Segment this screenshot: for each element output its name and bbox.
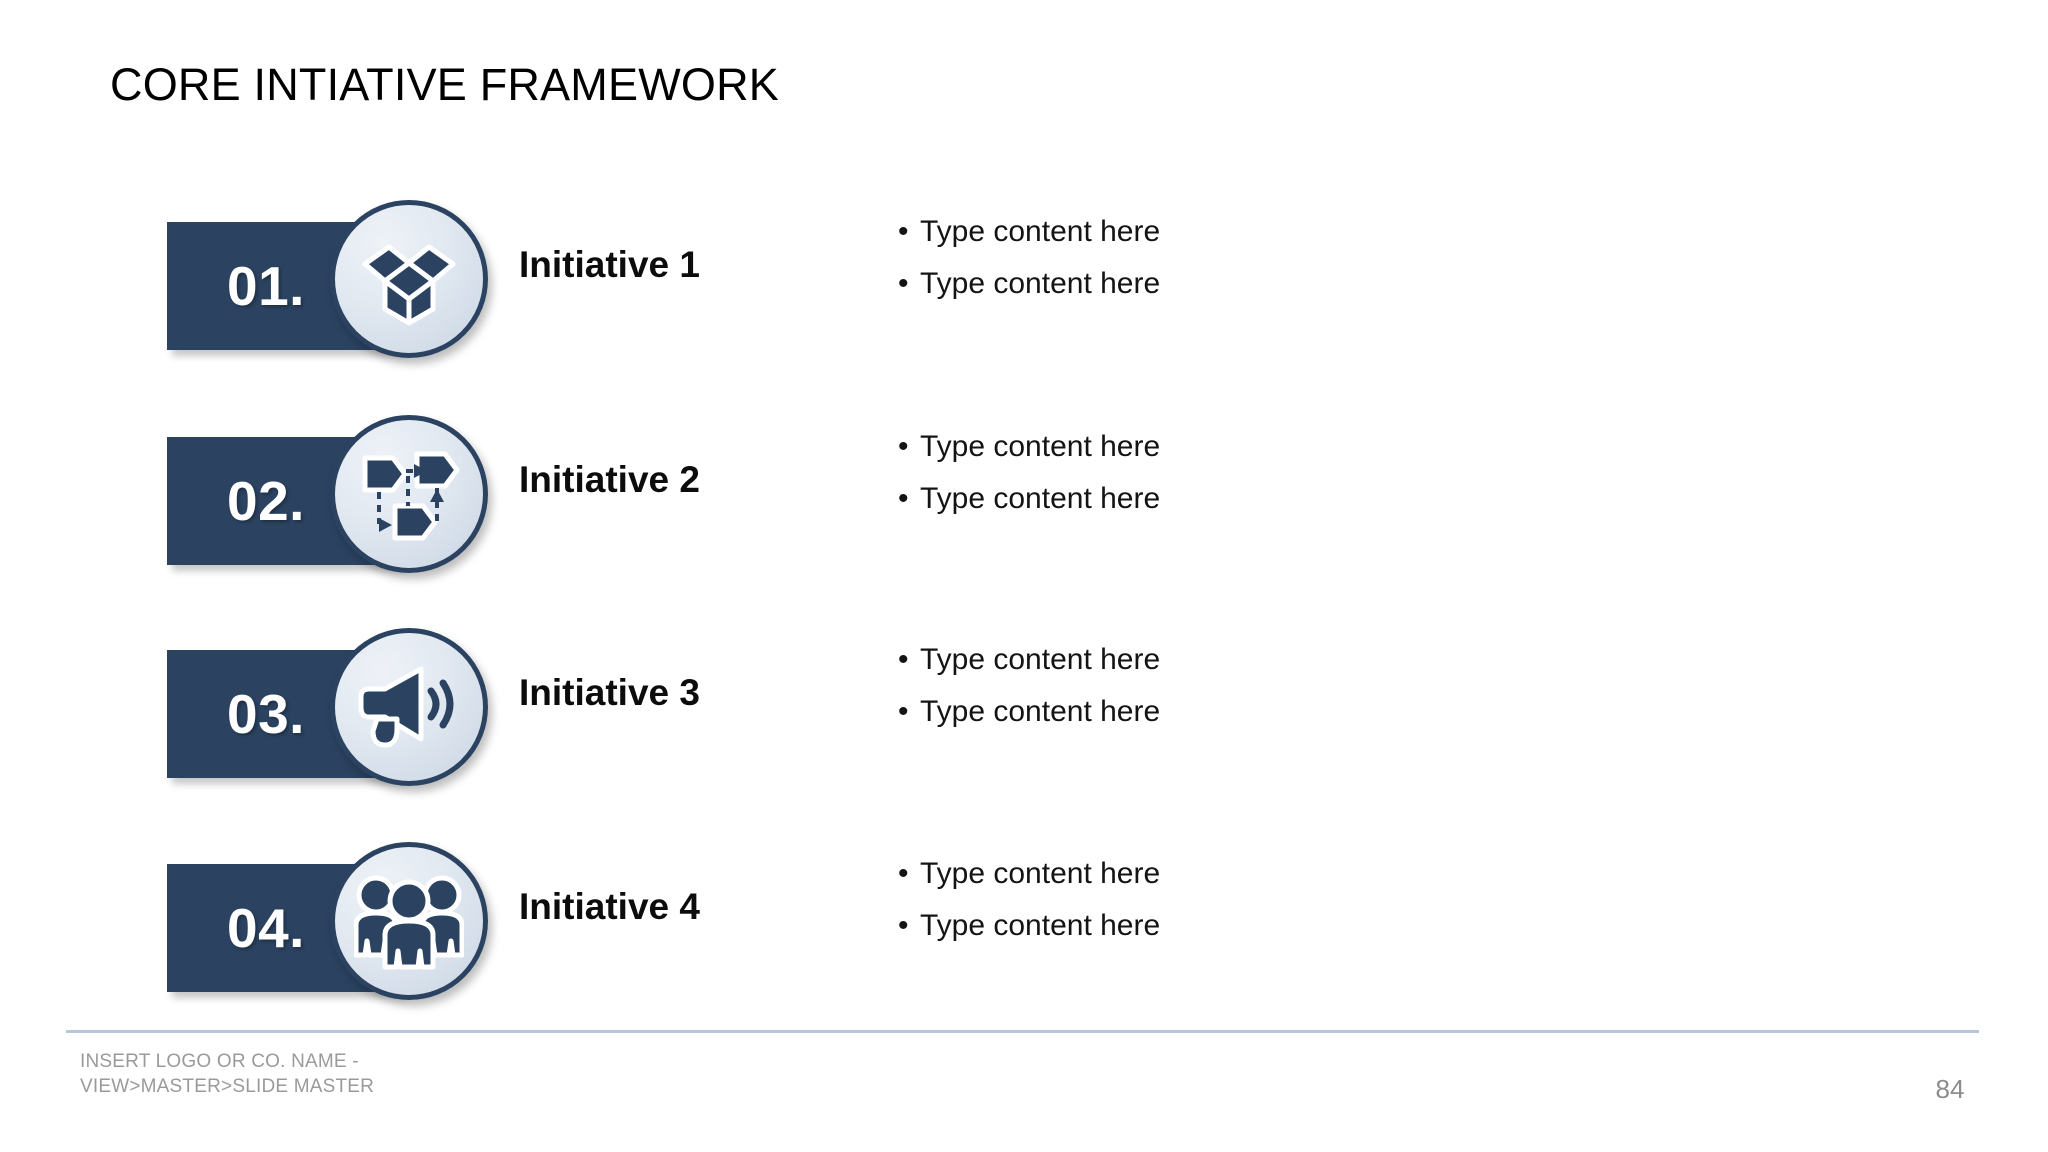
initiative-label: Initiative 1 <box>519 244 700 285</box>
initiative-label: Initiative 3 <box>519 672 700 713</box>
footer-divider <box>66 1030 1979 1033</box>
icon-badge <box>330 415 488 573</box>
bullet-text: Type content here <box>920 695 1161 728</box>
bullet-text: Type content here <box>920 482 1161 515</box>
open-box-icon <box>357 227 461 331</box>
bullet-marker: • <box>898 643 909 676</box>
list-item: • Type content here <box>898 642 1518 678</box>
list-item: • Type content here <box>898 214 1518 250</box>
bullet-marker: • <box>898 215 909 248</box>
initiative-label: Initiative 2 <box>519 459 700 500</box>
bullet-text: Type content here <box>920 267 1161 300</box>
initiative-row: 04. Initiative <box>0 842 2048 1057</box>
bullet-marker: • <box>898 909 909 942</box>
bullet-text: Type content here <box>920 643 1161 676</box>
bullet-list: • Type content here • Type content here <box>898 429 1518 533</box>
people-group-icon <box>354 869 464 973</box>
number-label: 01. <box>227 254 305 317</box>
bullet-text: Type content here <box>920 909 1161 942</box>
list-item: • Type content here <box>898 908 1518 944</box>
number-label: 02. <box>227 469 305 532</box>
list-item: • Type content here <box>898 694 1518 730</box>
bullet-list: • Type content here • Type content here <box>898 856 1518 960</box>
icon-badge <box>330 628 488 786</box>
list-item: • Type content here <box>898 856 1518 892</box>
bullet-text: Type content here <box>920 857 1161 890</box>
initiative-row: 02. <box>0 415 2048 630</box>
list-item: • Type content here <box>898 429 1518 465</box>
bullet-marker: • <box>898 695 909 728</box>
bullet-marker: • <box>898 267 909 300</box>
bullet-marker: • <box>898 857 909 890</box>
bullet-list: • Type content here • Type content here <box>898 642 1518 746</box>
page-title: CORE INTIATIVE FRAMEWORK <box>110 59 779 110</box>
number-label: 04. <box>227 896 305 959</box>
process-flow-icon <box>355 440 463 548</box>
bullet-text: Type content here <box>920 215 1161 248</box>
bullet-text: Type content here <box>920 430 1161 463</box>
icon-badge <box>330 842 488 1000</box>
icon-badge <box>330 200 488 358</box>
bullet-list: • Type content here • Type content here <box>898 214 1518 318</box>
bullet-marker: • <box>898 430 909 463</box>
bullet-marker: • <box>898 482 909 515</box>
megaphone-icon <box>355 653 463 761</box>
footer-placeholder-text: INSERT LOGO OR CO. NAME - VIEW>MASTER>SL… <box>80 1049 374 1099</box>
list-item: • Type content here <box>898 481 1518 517</box>
slide-number: 84 <box>1935 1074 1965 1104</box>
list-item: • Type content here <box>898 266 1518 302</box>
footer-line-1: INSERT LOGO OR CO. NAME - <box>80 1051 359 1072</box>
initiative-label: Initiative 4 <box>519 886 700 927</box>
initiative-row: 01. Initiative 1 <box>0 200 2048 415</box>
initiative-row: 03. Initiative 3 <box>0 628 2048 843</box>
number-label: 03. <box>227 682 305 745</box>
footer-line-2: VIEW>MASTER>SLIDE MASTER <box>80 1076 375 1098</box>
